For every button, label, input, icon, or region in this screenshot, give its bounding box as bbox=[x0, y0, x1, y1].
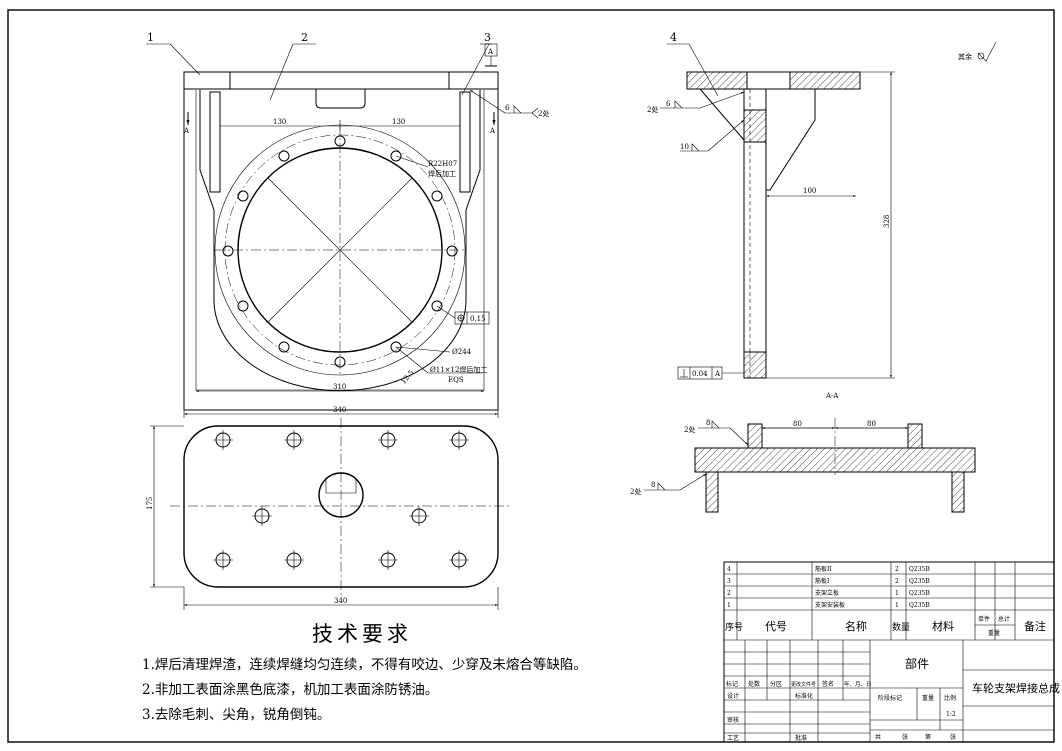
tb-process: 工艺 bbox=[727, 734, 739, 742]
header-name: 名称 bbox=[845, 619, 867, 633]
datum-label: A bbox=[487, 48, 494, 56]
weld-qty-side: 2处 bbox=[647, 105, 658, 114]
weld-size-aa-bottom: 8 bbox=[651, 481, 655, 489]
dim-130-left: 130 bbox=[273, 118, 286, 126]
tb-scale: 比例 bbox=[944, 694, 956, 702]
weld-size-front: 6 bbox=[505, 104, 510, 112]
header-remark: 备注 bbox=[1024, 619, 1046, 633]
fillet-note-2: 焊后加工 bbox=[428, 169, 456, 178]
hole-note-1: Ø11×12焊后加工 bbox=[430, 365, 487, 374]
tech-req-item-3: 3.去除毛刺、尖角，锐角倒钝。 bbox=[142, 707, 331, 723]
tb-check: 审核 bbox=[727, 716, 739, 724]
surface-finish-label: 其余 bbox=[958, 52, 972, 61]
part-2-qty: 1 bbox=[895, 590, 899, 597]
part-1-qty: 1 bbox=[895, 602, 899, 609]
pos-tol-value: 0.15 bbox=[470, 315, 486, 323]
front-view: A A 130 130 310 340 R22H07 焊后加工 12.5 Ø24… bbox=[146, 31, 549, 418]
technical-requirements: 技术要求 1.焊后清理焊渣，连续焊缝均匀连续，不得有咬边、少穿及未熔合等缺陷。 … bbox=[142, 618, 612, 723]
part-2-no: 2 bbox=[727, 590, 731, 597]
side-view: 100 328 4 6 2处 10 0.04 A 其余 A-A bbox=[647, 31, 997, 400]
section-title: A-A bbox=[825, 392, 839, 400]
tb-mark: 标记 bbox=[726, 680, 738, 688]
section-marker-right: A bbox=[489, 127, 496, 135]
part-1-material: Q235B bbox=[909, 602, 930, 609]
tb-approve: 批准 bbox=[795, 734, 807, 742]
dim-130-right: 130 bbox=[392, 118, 405, 126]
sheet-border bbox=[7, 9, 1055, 743]
leader-1: 1 bbox=[147, 31, 154, 44]
header-total: 总计 bbox=[998, 615, 1010, 623]
tb-scale-value: 1:2 bbox=[946, 711, 956, 718]
hole-note-2: EQS bbox=[448, 376, 464, 384]
part-3-qty: 2 bbox=[895, 578, 899, 585]
header-code: 代号 bbox=[765, 620, 787, 633]
leader-3: 3 bbox=[484, 31, 491, 44]
angle-note: 12.5 bbox=[399, 369, 415, 386]
tb-sign: 签名 bbox=[822, 680, 834, 688]
part-1-name: 支架安装板 bbox=[815, 601, 845, 609]
dim-328: 328 bbox=[883, 215, 891, 228]
drawing-title: 车轮支架焊接总成 bbox=[972, 681, 1060, 695]
dim-80-left: 80 bbox=[793, 420, 802, 428]
header-seq: 序号 bbox=[725, 621, 743, 633]
tb-component: 部件 bbox=[905, 656, 929, 671]
part-4-no: 4 bbox=[727, 566, 731, 573]
tb-sheet-no: 第 bbox=[925, 733, 931, 741]
section-marker-left: A bbox=[183, 127, 190, 135]
tech-req-item-1: 1.焊后清理焊渣，连续焊缝均匀连续，不得有咬边、少穿及未熔合等缺陷。 bbox=[142, 657, 587, 673]
dim-340-top: 340 bbox=[333, 406, 346, 414]
part-4-qty: 2 bbox=[895, 566, 899, 573]
weld-size-aa-top: 8 bbox=[706, 419, 710, 427]
fillet-note-1: R22H07 bbox=[428, 160, 457, 168]
tb-page: 张 bbox=[950, 733, 956, 741]
weld-qty-front: 2处 bbox=[538, 109, 549, 118]
dia-244: Ø244 bbox=[452, 348, 472, 356]
header-weight: 重量 bbox=[988, 629, 1000, 637]
tb-weight: 重量 bbox=[922, 694, 934, 702]
tb-design: 设计 bbox=[727, 692, 739, 700]
dim-175: 175 bbox=[146, 497, 154, 510]
part-1-no: 1 bbox=[727, 602, 731, 609]
dim-100: 100 bbox=[803, 187, 816, 195]
tb-sheets-total: 共 bbox=[875, 733, 881, 741]
tb-date: 年、月、日 bbox=[844, 680, 872, 688]
dim-340-bottom: 340 bbox=[334, 597, 347, 605]
header-material: 材料 bbox=[932, 619, 954, 633]
dim-80-right: 80 bbox=[867, 420, 876, 428]
tech-req-item-2: 2.非加工表面涂黑色底漆，机加工表面涂防锈油。 bbox=[142, 682, 439, 698]
weld-size-side: 6 bbox=[666, 100, 671, 108]
part-2-name: 支架立板 bbox=[815, 589, 839, 597]
part-4-name: 筋板II bbox=[815, 565, 832, 573]
tb-sheets: 张 bbox=[902, 733, 908, 741]
bottom-view: 175 340 bbox=[146, 418, 512, 610]
leader-4: 4 bbox=[670, 31, 677, 44]
tb-standard: 标准化 bbox=[795, 692, 813, 700]
title-block: 4 筋板II 2 Q235B 3 筋板I 2 Q235B 2 支架立板 1 Q2… bbox=[723, 561, 1060, 743]
part-2-material: Q235B bbox=[909, 590, 930, 597]
tb-doc: 更改文件号 bbox=[791, 681, 816, 688]
surface-finish-icon bbox=[977, 41, 997, 62]
perp-tol-value: 0.04 bbox=[692, 370, 708, 378]
part-3-material: Q235B bbox=[909, 578, 930, 585]
dim-310: 310 bbox=[333, 383, 346, 391]
leader-2: 2 bbox=[301, 31, 308, 44]
header-single: 单件 bbox=[978, 615, 990, 623]
part-3-no: 3 bbox=[727, 578, 731, 585]
weld-size-10: 10 bbox=[680, 143, 689, 151]
weld-qty-aa-top: 2处 bbox=[684, 425, 695, 434]
tb-stage: 阶段标记 bbox=[878, 694, 902, 702]
part-4-material: Q235B bbox=[909, 566, 930, 573]
tb-zone: 分区 bbox=[770, 680, 782, 688]
section-view: 80 80 8 2处 8 2处 bbox=[630, 418, 976, 513]
header-qty: 数量 bbox=[892, 621, 910, 633]
tech-req-title: 技术要求 bbox=[312, 622, 412, 646]
perp-tol-ref: A bbox=[714, 370, 721, 378]
tb-count: 处数 bbox=[748, 680, 760, 688]
part-3-name: 筋板I bbox=[815, 577, 830, 585]
weld-qty-aa-bottom: 2处 bbox=[630, 487, 641, 496]
